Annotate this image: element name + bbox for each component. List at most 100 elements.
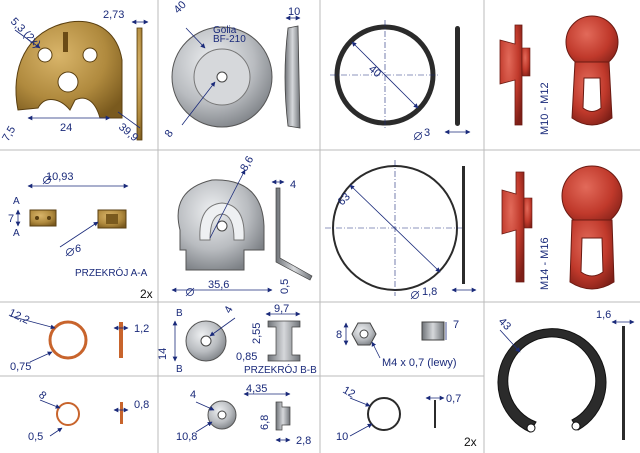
clip-center-hole — [216, 220, 228, 232]
dim-disc-hole: 8 — [163, 128, 176, 140]
cell-r3c3-hex-nut: 8 7 M4 x 0,7 (lewy) — [336, 319, 459, 369]
dim-disc-diameter: 40 — [172, 0, 189, 16]
dim-thin-ring-section: 1,8 — [422, 286, 437, 298]
dim-disc-thickness: 10 — [288, 6, 300, 18]
dim-small-bushing-hole: 4 — [190, 389, 196, 401]
section-letter-b-bottom: B — [176, 364, 183, 375]
diameter-symbol-icon — [65, 247, 75, 257]
diameter-symbols — [42, 131, 423, 300]
brass-plate-side — [136, 27, 143, 141]
bushing-front-hole — [200, 335, 212, 347]
cell-r4c1-small-ring: 8 0,8 0,5 — [28, 389, 149, 443]
section-a-a-label: PRZEKRÓJ A-A — [75, 266, 148, 279]
dim-orange-ring-width: 1,2 — [134, 323, 149, 335]
dim-plate-thickness: 2,73 — [103, 9, 124, 21]
diameter-symbol-icon — [42, 175, 52, 185]
dim-bushing-length: 9,7 — [274, 303, 289, 315]
red-handle-stem — [521, 47, 531, 77]
dim-clip-width: 4 — [290, 179, 296, 191]
red-handle-front-head — [565, 15, 619, 69]
dim-nut-height: 7 — [8, 213, 14, 225]
dim-hole-diameter: 5,3 (2x) — [8, 16, 43, 51]
hex-nut-hole — [359, 329, 369, 339]
disc-code-text: BF-210 — [213, 34, 246, 45]
section-letter-b-top: B — [176, 308, 183, 319]
dim-small-ring-section: 0,5 — [28, 431, 43, 443]
cell-r2c1-brass-nut: 10,93 7 6 A A PRZEKRÓJ A-A 2x — [8, 171, 153, 301]
washer-front — [367, 397, 401, 431]
dim-o-ring-diameter: 40 — [366, 63, 383, 80]
cell-r2c3-thin-ring: 63 1,8 — [325, 160, 477, 298]
red-handle-loop-hole — [582, 77, 602, 112]
dim-o-ring-section: 3 — [424, 127, 430, 139]
hex-nut-side — [421, 321, 445, 341]
dim-width: 24 — [60, 122, 72, 134]
dim-small-ring-diameter: 8 — [36, 389, 48, 402]
cell-r3c2-steel-bushing: 4 14 9,7 2,55 0,85 B B PRZEKRÓJ B-B — [157, 303, 317, 376]
quantity-label-washer: 2x — [464, 435, 477, 449]
dim-washer-inner: 10 — [336, 431, 348, 443]
dim-outer-diameter: 39,9 — [116, 121, 140, 144]
nut-hole-2 — [47, 216, 51, 220]
cam-slot — [63, 32, 68, 52]
dim-small-bushing-inner: 6,8 — [259, 415, 271, 430]
steel-clip-side — [275, 187, 313, 281]
dim-orange-ring-section: 0,75 — [10, 361, 31, 373]
dim-nut-length: 10,93 — [46, 171, 74, 183]
circlip-side — [622, 326, 625, 440]
circlip-lug-right — [571, 421, 581, 431]
dim-bushing-diameter: 14 — [157, 348, 169, 360]
section-letter-a-bottom: A — [13, 228, 20, 239]
dim-nut-bore: 6 — [75, 243, 81, 255]
nut-section-bore — [106, 214, 118, 224]
small-ring-front — [56, 402, 80, 426]
dim-center-hole: 7,5 — [0, 124, 18, 143]
red-handle-large-loop-hole — [580, 237, 604, 277]
dim-bushing-flange: 0,85 — [236, 351, 257, 363]
circlip-lug-left — [526, 423, 536, 433]
cell-r4c3-washer: 12 0,7 10 2x — [336, 384, 477, 449]
cell-r3c4-circlip: 43 1,6 — [496, 309, 635, 440]
washer-side — [434, 400, 436, 428]
clip-inner-slot — [199, 202, 245, 241]
dim-thread-range-small: M10 - M12 — [539, 82, 551, 135]
quantity-label-nut: 2x — [140, 287, 153, 301]
cell-r2c4-red-handle-large: M14 - M16 — [501, 165, 623, 290]
brass-cam-plate-front — [15, 20, 123, 119]
dim-small-ring-width: 0,8 — [134, 399, 149, 411]
dim-circlip-diameter: 43 — [496, 316, 513, 333]
cell-r1c1-brass-cam-plate: 5,3 (2x) 2,73 7,5 24 39,9 — [0, 9, 149, 144]
cell-r3c1-orange-ring: 12,2 1,2 0,75 — [7, 307, 150, 373]
dim-washer-thickness: 0,7 — [446, 393, 461, 405]
disc-brand-text: Golia — [213, 25, 237, 36]
diameter-symbol-icon — [185, 287, 195, 297]
dim-washer-outer: 12 — [341, 384, 358, 401]
dim-small-bushing-flange: 2,8 — [296, 435, 311, 447]
dim-clip-diameter: 35,6 — [208, 279, 229, 291]
cell-r1c4-red-handle-small: M10 - M12 — [499, 15, 619, 135]
dim-bushing-inner: 2,55 — [251, 323, 263, 344]
dim-small-bushing-length: 4,35 — [246, 383, 267, 395]
o-ring-side — [455, 26, 460, 126]
cell-r4c2-small-bushing: 4 4,35 6,8 10,8 2,8 — [176, 383, 311, 447]
section-b-b-label: PRZEKRÓJ B-B — [244, 363, 317, 376]
bushing-section — [267, 320, 301, 362]
brass-nut-front — [29, 209, 57, 227]
red-handle-large-side — [501, 171, 525, 283]
small-bushing-side — [275, 401, 291, 431]
orange-ring-front — [48, 320, 88, 360]
cam-hole-right — [82, 47, 98, 63]
dim-circlip-thickness: 1,6 — [596, 309, 611, 321]
dim-clip-hole: 8,6 — [238, 154, 256, 173]
dim-hex-nut-width: 8 — [336, 329, 342, 341]
red-handle-large-stem — [523, 197, 533, 229]
dim-clip-thickness: 0,5 — [279, 279, 291, 294]
nut-hole-1 — [35, 216, 39, 220]
small-ring-side — [120, 402, 123, 424]
cell-r1c3-o-ring: 40 3 — [330, 20, 471, 139]
dim-bushing-hole: 4 — [222, 304, 235, 315]
cell-r1c2-steel-disc: Golia BF-210 40 10 8 — [163, 0, 301, 140]
cam-center-hole — [57, 71, 79, 93]
